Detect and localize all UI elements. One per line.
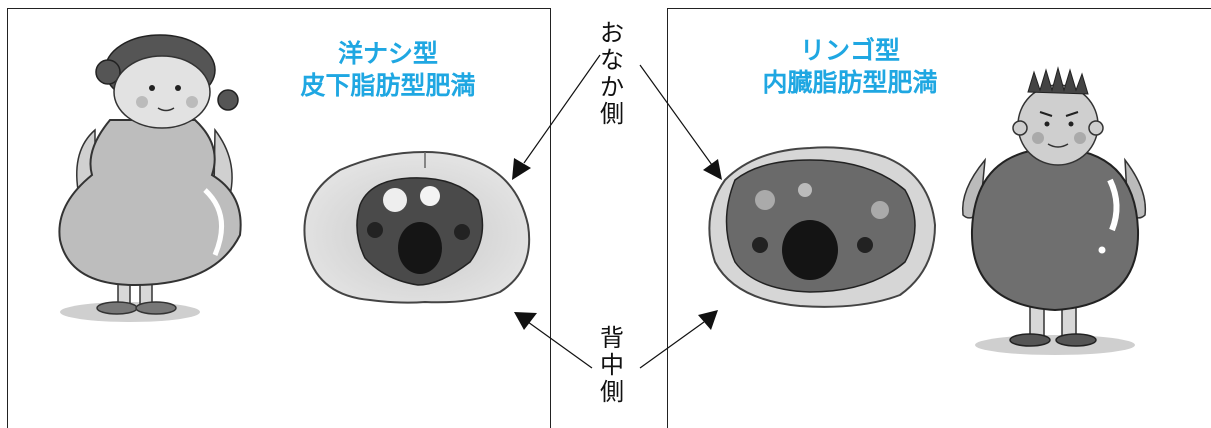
belly-side-char: 側 <box>600 100 624 128</box>
pear-type-title: 洋ナシ型 皮下脂肪型肥満 <box>268 38 508 102</box>
back-side-char: 中 <box>600 351 624 379</box>
back-side-label: 背 中 側 <box>590 325 634 406</box>
back-side-arrows <box>514 310 718 369</box>
back-side-char: 背 <box>600 324 624 352</box>
belly-side-label: お な か 側 <box>590 20 634 128</box>
belly-side-char: な <box>600 46 624 74</box>
belly-side-arrows <box>512 54 722 180</box>
belly-side-char: か <box>600 73 624 101</box>
back-side-char: 側 <box>600 378 624 406</box>
illustration-layer <box>58 34 1147 369</box>
subcutaneous-fat-ct-scan <box>303 150 531 304</box>
apple-type-title: リンゴ型 内臓脂肪型肥満 <box>730 35 970 99</box>
belly-side-char: お <box>600 19 624 47</box>
visceral-fat-ct-scan <box>708 146 937 308</box>
apple-type-title-line1: リンゴ型 <box>799 36 900 65</box>
apple-man-illustration <box>961 66 1147 355</box>
pear-type-title-line1: 洋ナシ型 <box>337 39 438 68</box>
pear-woman-illustration <box>58 34 242 322</box>
apple-type-title-line2: 内臓脂肪型肥満 <box>762 68 938 97</box>
pear-type-title-line2: 皮下脂肪型肥満 <box>300 71 476 100</box>
